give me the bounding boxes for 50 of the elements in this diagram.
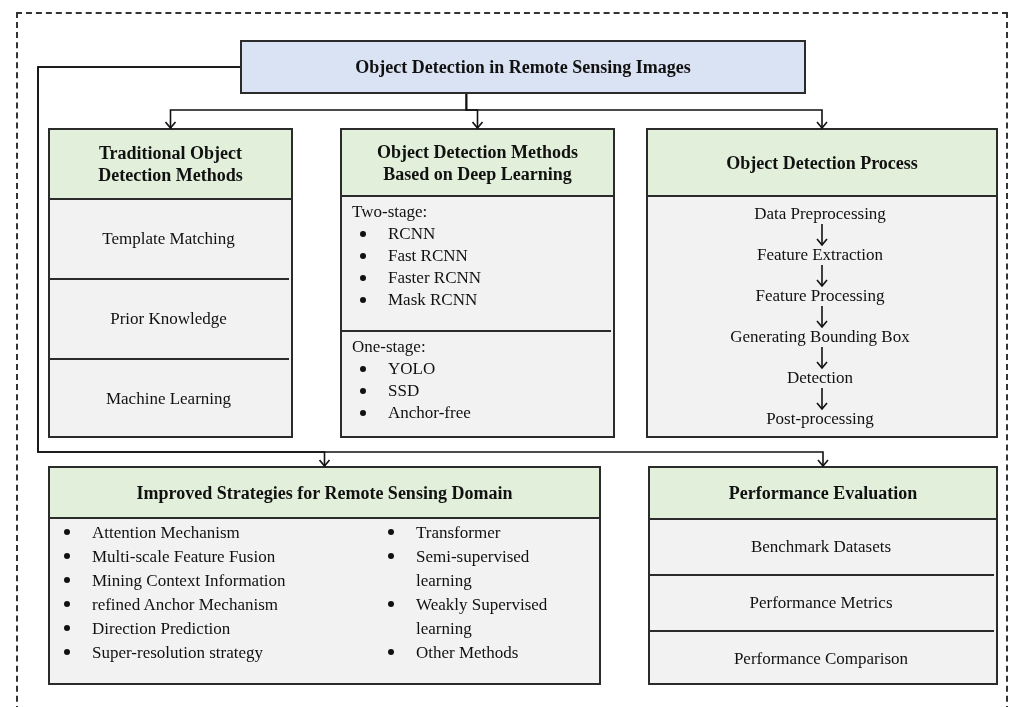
connector-arrow xyxy=(816,305,828,328)
connector-arrow xyxy=(37,66,829,467)
list-item: YOLO xyxy=(388,358,436,380)
step-text: Feature Processing xyxy=(755,286,885,306)
title-text: Object Detection in Remote Sensing Images xyxy=(355,55,691,79)
list-item: refined Anchor Mechanism xyxy=(92,594,279,616)
item-text: Prior Knowledge xyxy=(110,308,227,331)
item-text: Machine Learning xyxy=(105,388,232,411)
connector-arrow xyxy=(816,387,828,410)
item-text: Performance Metrics xyxy=(749,592,893,615)
title-box xyxy=(240,40,806,94)
column-heading: Performance Evaluation xyxy=(728,482,918,504)
list-item: Mask RCNN xyxy=(388,289,478,311)
list-item: Faster RCNN xyxy=(388,267,482,289)
list-item: Other Methods xyxy=(416,642,520,664)
step-text: Post-processing xyxy=(766,409,874,429)
list-item: Mining Context Information xyxy=(92,570,287,592)
step-text: Data Preprocessing xyxy=(754,204,886,224)
connector-arrow xyxy=(465,93,828,129)
list-item: SSD xyxy=(388,380,420,402)
list-item: Direction Prediction xyxy=(92,618,232,640)
category-column xyxy=(648,466,998,685)
column-heading: Object Detection Methods Based on Deep Learning xyxy=(376,140,579,185)
column-heading: Object Detection Process xyxy=(726,151,918,174)
group-label: Two-stage: xyxy=(352,201,429,223)
list-item: Multi-scale Feature Fusion xyxy=(92,546,277,568)
step-text: Detection xyxy=(786,368,854,388)
list-item: Fast RCNN xyxy=(388,245,468,267)
step-text: Generating Bounding Box xyxy=(730,327,910,347)
connector-arrow xyxy=(816,346,828,369)
connector-arrow xyxy=(816,223,828,246)
list-item: Transformer xyxy=(416,522,502,544)
group-label: One-stage: xyxy=(352,336,427,358)
list-item: Attention Mechanism xyxy=(92,522,241,544)
item-text: Performance Comparison xyxy=(733,647,909,670)
list-item: Semi-supervised learning xyxy=(416,546,531,592)
connector-arrow xyxy=(816,264,828,287)
step-text: Feature Extraction xyxy=(757,245,883,265)
category-column xyxy=(340,128,615,438)
item-text: Benchmark Datasets xyxy=(750,536,892,559)
column-heading: Improved Strategies for Remote Sensing Domain xyxy=(136,481,513,504)
category-column xyxy=(646,128,998,438)
list-item: RCNN xyxy=(388,223,436,245)
list-item: Super-resolution strategy xyxy=(92,642,265,664)
category-column xyxy=(48,128,293,438)
item-text: Template Matching xyxy=(102,228,235,251)
column-heading: Traditional Object Detection Methods xyxy=(97,142,244,186)
list-item: Anchor-free xyxy=(388,402,471,424)
category-column xyxy=(48,466,601,685)
list-item: Weakly Supervised learning xyxy=(416,594,549,640)
